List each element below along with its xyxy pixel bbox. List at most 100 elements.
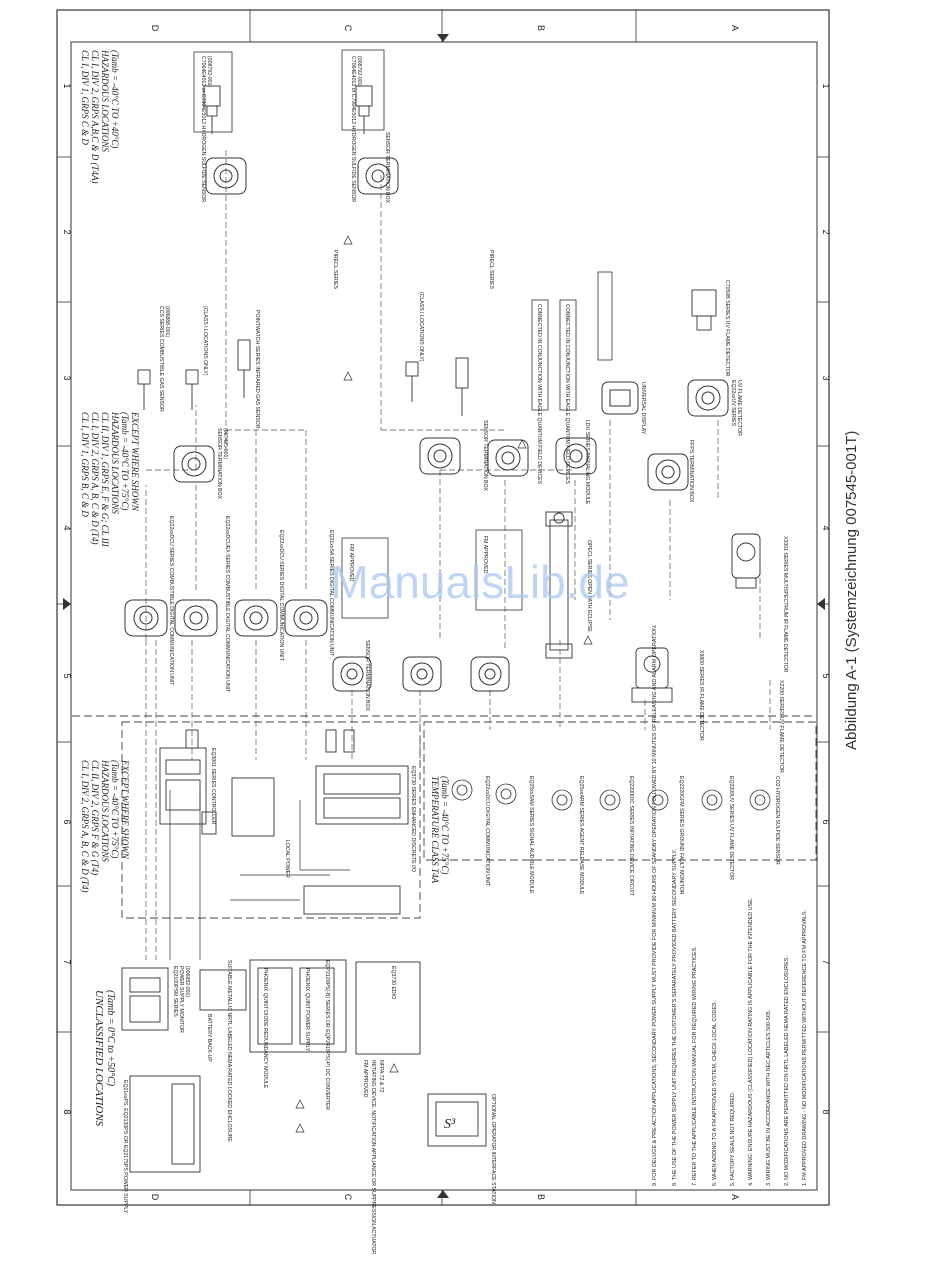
ffps-label: FFPS TERMINATION BOX — [688, 440, 694, 503]
note-item: 4. WARNING: ENSURE HAZARDOUS (CLASSIFIED… — [748, 898, 754, 1186]
module-symbol-icon — [749, 789, 771, 811]
c7050-label: C7050B SERIES UV FLAME DETECTOR — [724, 280, 730, 377]
h2s-label-2: C7064E4012 or C7064E5012 HYDROGEN SULFID… — [350, 56, 356, 202]
x2200-label: X2200 SERIES UV FLAME DETECTOR — [778, 680, 784, 773]
zone-number: 1 — [821, 83, 831, 88]
gas-sensors — [137, 85, 717, 416]
fm-approved-3-label: FM APPROVED — [482, 536, 488, 574]
diode-module-box — [249, 959, 347, 1053]
initiating-device-box — [355, 961, 421, 1055]
module-symbol-icon — [647, 789, 669, 811]
operator-label: OPTIONAL OPERATOR INTERFACE STATION — [490, 1094, 496, 1204]
power-supply-monitor-icon — [121, 967, 169, 1031]
warning-triangle-icon — [517, 439, 527, 449]
eq22-unit-label: EQ22xxUV SERIES — [730, 380, 736, 427]
zone-number: 6 — [62, 819, 72, 824]
initiating-label: INITIATING DEVICE, NOTIFICATION APPLIANC… — [370, 1060, 376, 1254]
sensor-uv-label: SENSOR TERMINATION BOX — [364, 640, 370, 712]
hazard-top-4: (Tamb = -40°C TO +40°C) — [110, 50, 120, 148]
h2s-label: C7064E4012 or C7064E5012 HYDROGEN SULFID… — [200, 56, 206, 202]
warning-triangle-icon — [295, 1123, 305, 1133]
note-item: 3. WIRING MUST BE IN ACCORDANCE WITH NEC… — [766, 1010, 772, 1186]
sensor-box-label: SENSOR TERMINATION BOX — [216, 428, 222, 500]
zone-letter: A — [730, 1194, 740, 1200]
zone-number: 8 — [821, 1109, 831, 1114]
operator-station-icon — [427, 1093, 487, 1147]
pointwatch-sensor-icon — [455, 357, 469, 416]
class1-label-2: (CLASS I LOCATIONS ONLY) — [418, 292, 424, 362]
warning-triangle-icon — [343, 235, 353, 245]
termination-box-icon — [487, 439, 529, 477]
controller-rack — [159, 729, 409, 915]
hazard-mid-5: (Tamb = -40°C TO +75°C) — [120, 412, 130, 510]
termination-box-icon — [419, 437, 461, 475]
zone-number: 2 — [62, 229, 72, 234]
psu2-label: PHOENIX QUINT POWER SUPPLY — [304, 968, 310, 1052]
dcu3-label: EQ22xxDCU SERIES DIGITAL COMMUNICATION U… — [278, 530, 284, 662]
open-path-eclipse-icon — [545, 511, 573, 659]
universal-label: UNIVERSAL DISPLAY — [640, 382, 646, 435]
eq2200dcu-label: EQ22xxDCU DIGITAL COMMUNICATION UNIT — [484, 776, 490, 887]
warning-triangle-icon — [295, 1099, 305, 1109]
terminal-strip-icon — [303, 885, 401, 915]
eq2500sam-label: EQ25xxSAM SERIES SIGNAL AUDIBLE MODULE — [528, 776, 534, 894]
sensor-box-label-3: SENSOR TERMINATION BOX — [482, 420, 488, 492]
hazard-top-2: CL I, DIV 2, GRPS A,B,C & D (T4A) — [90, 50, 100, 184]
pointwatch2-label: PIRECL SERIES — [332, 250, 338, 290]
notes-block: 9. FOR DELUGE & PRE-ACTION APPLICATIONS,… — [652, 625, 808, 1186]
module-unit-icon — [402, 656, 442, 692]
hazard-ctrl-4: (Tamb = -40°C TO +75°C) — [110, 760, 120, 858]
enclosure-label: SUITABLE METALLIC NRTL LABELED NEMA RATE… — [226, 960, 232, 1142]
termination-box-icon — [357, 157, 399, 195]
arrow-right-icon — [817, 598, 825, 610]
zone-letter: B — [536, 1194, 546, 1200]
eq-power-label: EQ21xxPS, EQ2130PS OR EQ2175PS POWER SUP… — [122, 1080, 128, 1214]
eq3700-label: EQ3730 EDIO — [390, 966, 396, 999]
zone-number: 8 — [62, 1109, 72, 1114]
eq3001-controller-icon — [159, 747, 207, 825]
network-module-icon — [231, 777, 275, 837]
ldu-label: LDU SERIES SIGNALING MODULE — [584, 420, 590, 505]
note-item: 7. REFER TO THE APPLICABLE INSTRUCTION M… — [692, 946, 698, 1186]
module-unit-icon — [332, 656, 372, 692]
battery-label: BATTERY BACK-UP — [206, 1014, 212, 1062]
dcu-unit-icon — [174, 599, 218, 637]
eq2500-label: EQ25xxARM SERIES AGENT RELEASE MODULE — [578, 776, 584, 895]
uv-ir-label: X3301 SERIES MULTISPECTRUM IR FLAME DETE… — [782, 536, 788, 673]
pointwatch-label: POINTWATCH SERIES INFRARED GAS SENSOR — [254, 310, 260, 429]
warning-triangle-icon — [583, 635, 593, 645]
zone-number: 3 — [62, 375, 72, 380]
zone-letters: D C B A D C B A — [150, 25, 740, 1201]
eagle-label-2: CONNECTED IN CONJUNCTION WITH EAGLE QUAN… — [564, 304, 570, 485]
hazard-top-3: HAZARDOUS LOCATIONS — [100, 49, 110, 152]
warning-triangle-icon — [343, 371, 353, 381]
note-item: 5. FACTORY SEALS NOT REQUIRED. — [730, 1092, 736, 1186]
termination-box-icon — [555, 437, 597, 475]
psu-pn-label: (006882-001) — [184, 966, 190, 997]
power-supply-icon — [129, 1075, 201, 1173]
class1-label: (CLASS I LOCATIONS ONLY) — [202, 306, 208, 376]
dcu-unit-icon — [284, 599, 328, 637]
uv-detector-icon — [691, 289, 717, 331]
fm-approved-label: FM APPROVED — [362, 1060, 368, 1098]
zone-number: 2 — [821, 229, 831, 234]
nfpa-label: NFPA 72 & 72 — [378, 1060, 384, 1093]
module-symbol-icon — [451, 779, 473, 801]
field-wiring — [145, 150, 771, 960]
module-symbol-icon — [701, 789, 723, 811]
diode-label: PHOENIX QUINT DIODE REDUNDANCY MODULE — [262, 968, 268, 1089]
sensor-box-pn-label: (007425-001) — [222, 428, 228, 459]
dcu-unit-icon — [234, 599, 278, 637]
opecl-label: OPECL SERIES OPEN PATH ECLIPSE — [586, 540, 592, 632]
psu-sub-label: POWER SUPPLY MONITOR — [178, 966, 184, 1033]
edio-module-icon — [315, 765, 409, 825]
note-item: 2. NO MODIFICATIONS ARE PERMITTED ON NRT… — [784, 956, 790, 1186]
control-wiring — [169, 790, 350, 960]
zone-letter: D — [150, 1194, 160, 1201]
hazard-ctrl-1: CL I, DIV 2, GRPS A, B, C & D (T4) — [80, 760, 90, 893]
sensor-h2-label: CO2 HYDROGEN SULFIDE SENSOR — [774, 776, 780, 865]
h2s-pn-label: (008792-001) — [206, 56, 212, 87]
hazard-mid-1: CL I, DIV 1, GRPS B, C & D — [80, 412, 90, 517]
eqp-label: EQP2120PS(-B) SERIES OR EQP2410PS(-P) DC… — [324, 960, 330, 1110]
